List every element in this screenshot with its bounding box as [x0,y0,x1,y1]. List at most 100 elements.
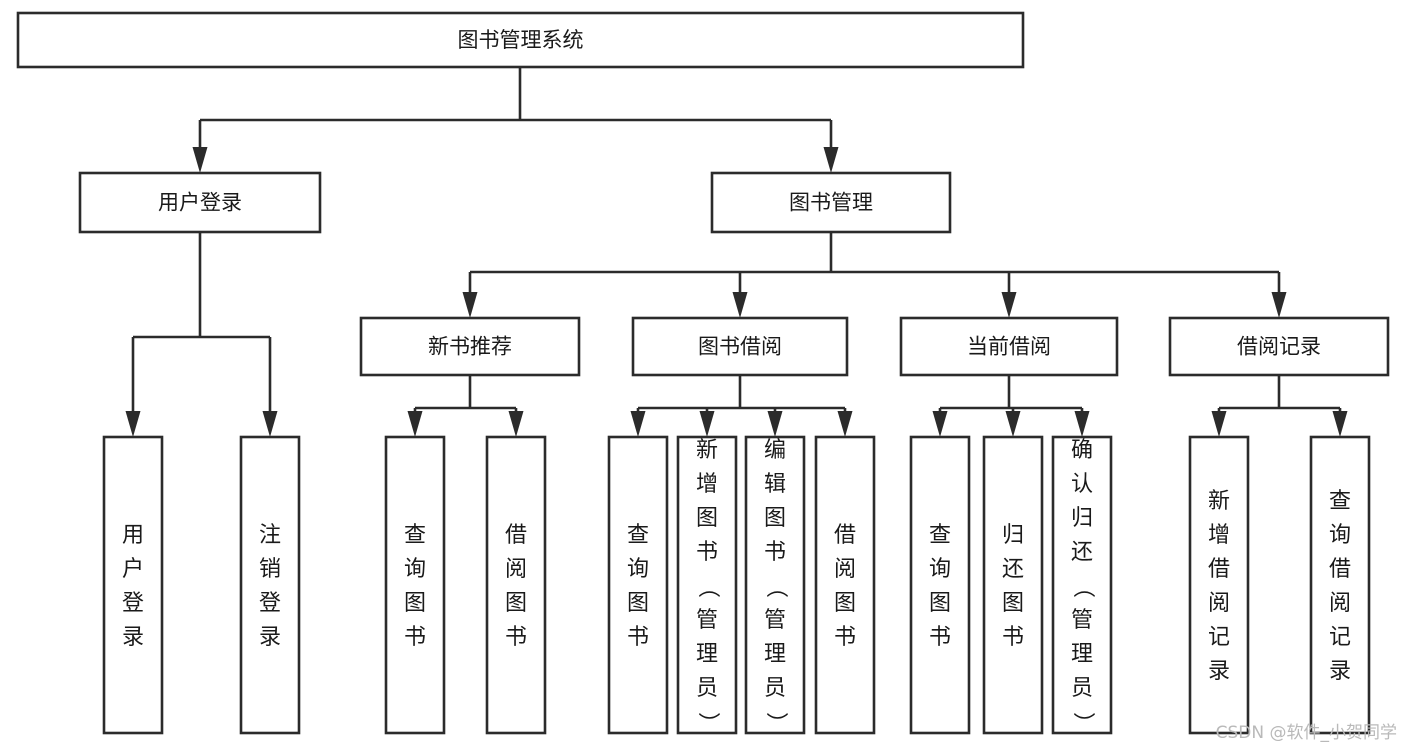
level1-node-box-1-outline [710,171,952,234]
leaf-node-label-5-char: 书 [696,540,718,565]
manage-drop-2-arrowhead [1001,292,1017,318]
leaf-node-label-3-char: 书 [505,625,527,650]
leaf-node-label-10-char: ） [1070,712,1095,734]
level2-node-box-3-outline [1168,316,1390,377]
leaf-node-label-4-char: 查 [627,523,649,548]
level2-node-box-3[interactable] [1168,316,1390,377]
group-0-drop-0-arrowhead [407,411,423,437]
group-2-drop-0-arrowhead [932,411,948,437]
leaf-node-box-8[interactable] [909,435,971,735]
level2-node-box-1[interactable] [631,316,849,377]
level2-node-box-2[interactable] [899,316,1119,377]
leaf-node-label-2-char: 图 [404,591,426,616]
leaf-node-label-6-char: 管 [764,608,786,633]
leaf-node-label-6-char: 编 [764,438,786,463]
leaf-node-label-9-char: 图 [1002,591,1024,616]
leaf-node-label-6-char: 图 [764,506,786,531]
leaf-node-box-0[interactable] [102,435,164,735]
leaf-node-label-0: 用户登录 [122,523,144,650]
leaf-node-box-10[interactable] [1051,435,1113,735]
leaf-node-label-8-char: 查 [929,523,951,548]
leaf-node-label-10-char: （ [1070,576,1095,598]
leaf-node-box-3[interactable] [485,435,547,735]
leaf-node-box-2-outline [384,435,446,735]
leaf-node-label-11-char: 增 [1208,523,1230,548]
leaf-node-box-5[interactable] [676,435,738,735]
leaf-node-label-5-char: 理 [696,642,718,667]
leaf-node-box-4[interactable] [607,435,669,735]
leaf-node-label-5-char: （ [695,576,720,598]
leaf-node-label-2-char: 书 [404,625,426,650]
leaf-node-label-12-char: 阅 [1329,591,1351,616]
leaf-node-label-6-char: 辑 [764,472,786,497]
leaf-node-label-0-char: 户 [122,557,144,582]
group-2-drop-2-arrowhead [1074,411,1090,437]
leaf-node-label-10-char: 归 [1071,506,1093,531]
manage-drop-0-arrowhead [462,292,478,318]
level1-node-box-1[interactable] [710,171,952,234]
group-3-drop-0-arrowhead [1211,411,1227,437]
leaf-node-label-1-char: 注 [259,523,281,548]
leaf-node-label-12-char: 询 [1329,523,1351,548]
leaf-node-label-2-char: 询 [404,557,426,582]
leaf-node-label-1-char: 登 [259,591,281,616]
leaf-node-box-1[interactable] [239,435,301,735]
node-layer: 图书管理系统用户登录图书管理新书推荐图书借阅当前借阅借阅记录用户登录注销登录查询… [16,11,1390,735]
leaf-node-label-10-char: 还 [1071,540,1093,565]
leaf-node-label-6-char: ） [763,712,788,734]
root-node-label: 图书管理系统 [458,28,584,52]
group-2-drop-1-arrowhead [1005,411,1021,437]
leaf-node-label-11-char: 借 [1208,557,1230,582]
leaf-node-label-8-char: 书 [929,625,951,650]
leaf-node-label-1-char: 录 [259,625,281,650]
leaf-node-box-2[interactable] [384,435,446,735]
leaf-node-label-1-char: 销 [259,557,281,582]
level1-node-box-0[interactable] [78,171,322,234]
leaf-node-label-4-char: 图 [627,591,649,616]
leaf-node-label-10-char: 管 [1071,608,1093,633]
leaf-node-label-4-char: 询 [627,557,649,582]
leaf-node-box-8-outline [909,435,971,735]
leaf-node-box-7[interactable] [814,435,876,735]
leaf-node-box-12[interactable] [1309,435,1371,735]
leaf-node-box-4-outline [607,435,669,735]
leaf-node-box-6[interactable] [744,435,806,735]
leaf-node-label-5-char: 管 [696,608,718,633]
leaf-node-label-5-char: 图 [696,506,718,531]
leaf-node-label-3-char: 阅 [505,557,527,582]
level2-node-label-0: 新书推荐 [428,335,512,359]
leaf-node-label-10-char: 认 [1071,472,1093,497]
leaf-node-label-11-char: 新 [1208,489,1230,514]
leaf-node-label-6-char: （ [763,576,788,598]
leaf-node-box-3-outline [485,435,547,735]
leaf-node-label-4-char: 书 [627,625,649,650]
leaf-node-label-10-char: 员 [1071,676,1093,701]
leaf-node-label-6-char: 理 [764,642,786,667]
leaf-node-box-11[interactable] [1188,435,1250,735]
level2-node-box-0[interactable] [359,316,581,377]
login-drop-1-arrowhead [262,411,278,437]
root-node-box-outline [16,11,1025,69]
leaf-node-box-7-outline [814,435,876,735]
leaf-node-box-9[interactable] [982,435,1044,735]
leaf-node-label-7-char: 图 [834,591,856,616]
root-node-box[interactable] [16,11,1025,69]
leaf-node-label-8-char: 询 [929,557,951,582]
level2-node-box-2-outline [899,316,1119,377]
leaf-node-label-11-char: 阅 [1208,591,1230,616]
leaf-node-box-9-outline [982,435,1044,735]
leaf-node-label-3-char: 借 [505,523,527,548]
leaf-node-label-7-char: 阅 [834,557,856,582]
leaf-node-label-7-char: 借 [834,523,856,548]
level1-node-label-1: 图书管理 [789,191,873,215]
